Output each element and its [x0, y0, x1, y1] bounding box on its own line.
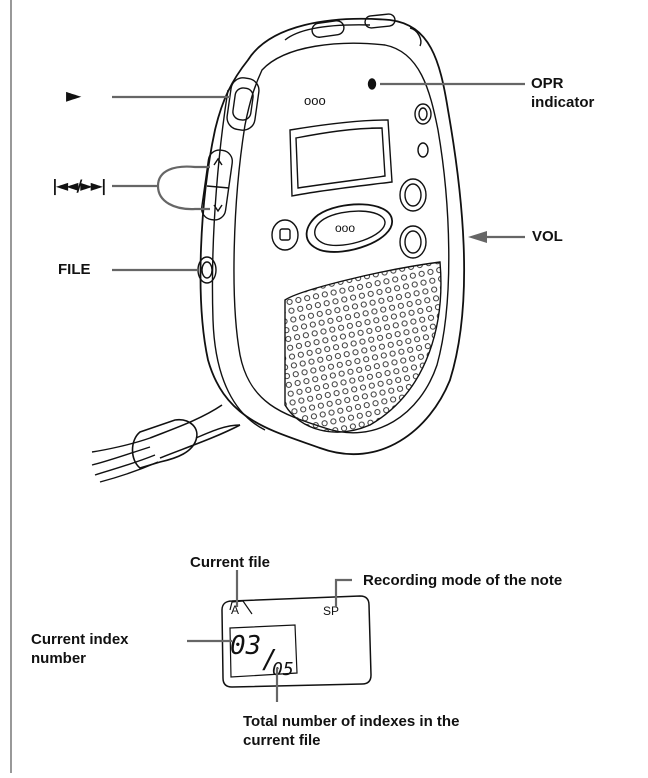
file-label: FILE	[58, 261, 91, 278]
lcd-detail: A SP 03 / 05	[221, 595, 372, 688]
current-index-label-line2: number	[31, 650, 87, 667]
current-index-label-line1: Current index	[31, 631, 129, 648]
lcd-leader-lines	[187, 570, 352, 702]
total-indexes-label-line1: Total number of indexes in the	[243, 713, 460, 730]
vol-label: VOL	[532, 228, 563, 245]
current-file-label: Current file	[190, 554, 271, 571]
mic-holes-label: ooo	[304, 93, 326, 108]
opr-label-line2: indicator	[531, 94, 595, 111]
leader-lines	[112, 82, 525, 272]
voice-recorder-device: ooo ooo	[91, 13, 466, 483]
lcd-frame	[221, 595, 372, 688]
opr-label-line1: OPR	[531, 75, 564, 92]
vol-arrow-icon	[468, 231, 487, 243]
lcd-file-letter: A	[231, 603, 239, 617]
lcd-mode-text: SP	[323, 604, 339, 618]
skip-label: |◄◄/►►|	[52, 176, 107, 195]
total-indexes-label-line2: current file	[243, 732, 321, 749]
recording-mode-label: Recording mode of the note	[363, 572, 563, 589]
lcd-separator: /	[262, 645, 278, 675]
opr-led-icon	[367, 78, 377, 90]
jog-dots-label: ooo	[335, 221, 355, 235]
play-label: ►	[66, 83, 82, 107]
lcd-index-number: 03	[230, 631, 261, 661]
speaker-grille	[285, 262, 441, 433]
lcd-total-number: 05	[272, 659, 294, 680]
